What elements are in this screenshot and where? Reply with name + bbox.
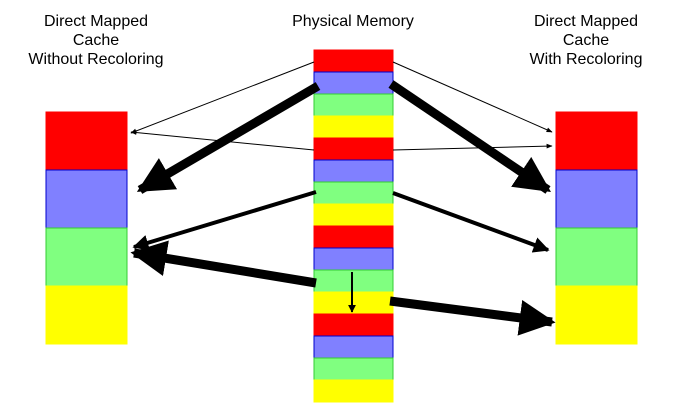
right-cache-block-yellow xyxy=(555,285,638,345)
left-cache-title-line-3: Without Recoloring xyxy=(28,51,164,68)
cache-with-recoloring xyxy=(555,111,638,345)
arrow-red1-to-right-red xyxy=(392,61,553,133)
memory-block-blue xyxy=(313,247,394,271)
left-cache-block-yellow xyxy=(45,285,128,345)
memory-block-blue xyxy=(313,335,394,359)
right-cache-block-green xyxy=(555,227,638,287)
left-cache-title: Direct Mapped Cache Without Recoloring xyxy=(0,12,192,69)
memory-block-green xyxy=(313,357,394,381)
right-cache-block-red xyxy=(555,111,638,171)
memory-block-red xyxy=(313,225,394,249)
right-cache-title-line-3: With Recoloring xyxy=(529,51,643,68)
left-cache-block-red xyxy=(45,111,128,171)
memory-block-yellow xyxy=(313,203,394,227)
memory-block-red xyxy=(313,137,394,161)
left-cache-title-line-1: Direct Mapped xyxy=(43,13,149,30)
memory-block-blue xyxy=(313,159,394,183)
mapping-arrows xyxy=(130,61,556,336)
right-cache-block-blue xyxy=(555,169,638,229)
arrow-blue1-to-right-blue xyxy=(388,80,551,194)
physical-memory-title: Physical Memory xyxy=(258,12,448,31)
left-cache-block-blue xyxy=(45,169,128,229)
cache-without-recoloring xyxy=(45,111,128,345)
memory-block-yellow xyxy=(313,291,394,315)
memory-block-red xyxy=(313,313,394,337)
arrow-red1-to-left-red xyxy=(130,61,315,134)
physical-memory-title-line-1: Physical Memory xyxy=(292,13,414,30)
memory-block-yellow xyxy=(313,379,394,403)
arrow-red2-to-right-red xyxy=(392,143,553,151)
memory-block-blue xyxy=(313,71,394,95)
right-cache-title: Direct Mapped Cache With Recoloring xyxy=(496,12,673,69)
arrow-green2-to-right-green xyxy=(392,191,550,253)
arrow-yellow3-to-right-yellow xyxy=(389,296,556,336)
memory-block-green xyxy=(313,181,394,205)
memory-block-green xyxy=(313,93,394,117)
left-cache-block-green xyxy=(45,227,128,287)
memory-block-red xyxy=(313,49,394,73)
memory-block-yellow xyxy=(313,115,394,139)
arrow-green3-to-left-green xyxy=(130,240,317,288)
memory-block-green xyxy=(313,269,394,293)
arrow-blue1-to-left-blue xyxy=(136,82,321,194)
physical-memory-column xyxy=(313,49,394,403)
arrow-green2-to-left-green xyxy=(132,190,317,251)
right-cache-title-line-2: Cache xyxy=(562,32,610,49)
right-cache-title-line-1: Direct Mapped xyxy=(533,13,639,30)
left-cache-title-line-2: Cache xyxy=(72,32,120,49)
